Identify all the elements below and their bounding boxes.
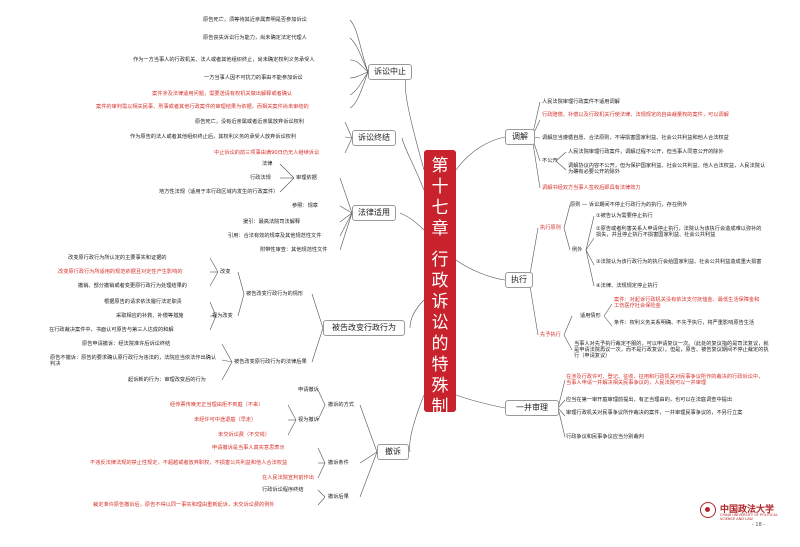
law-basis-item: 地方性法规（适用于本行政区域内发生的行政案件） xyxy=(159,189,279,195)
mediation-item: 调解书经双方当事人签收后即具有法律效力 xyxy=(542,185,641,191)
execution-exception-label: 例外 xyxy=(572,247,583,253)
suspension-item: 原告丧失诉讼行为能力，尚未确定法定代理人 xyxy=(203,35,307,41)
execution-principle: 原则 — 诉讼期间不停止行政行为的执行，存在例外 xyxy=(570,202,688,208)
joint-item: 审理行政机关对民事争议所作裁决的案件，一并审理民事争议的，不另行立案 xyxy=(566,410,743,416)
withdraw-cond-label: 撤诉条件 xyxy=(328,460,349,466)
node-withdraw: 撤诉 xyxy=(377,444,409,460)
node-execution: 执行 xyxy=(505,272,533,288)
suspension-item: 一方当事人因不可抗力的事由不能参加诉讼 xyxy=(204,75,303,81)
mediation-item: 行政赔偿、补偿以及行政机关行使法律、法规规定的自由裁量权的案件，可以调解 xyxy=(542,112,729,118)
termination-item: 作为原告的法人或者其他组织终止后，其权利义务的承受人放弃诉讼权利 xyxy=(130,134,297,140)
deem-item: 采取相应的补救、补偿等措施 xyxy=(116,313,184,319)
withdraw-result-label: 撤诉后果 xyxy=(328,494,349,500)
node-joint: 一并审理 xyxy=(505,400,559,416)
exception-item: ④法律、法规规定停止执行 xyxy=(596,283,658,289)
logo-name: 中国政法大学 xyxy=(720,505,775,515)
execution-nonstop-label: 执行原则 xyxy=(540,225,561,231)
prior-note: 当事人对先予执行裁定不服的，可以申请复议一次。（此处的复议指的是司法复议，就是申… xyxy=(574,341,769,360)
deem-item: 根据原告的请求依法履行法定职责 xyxy=(104,299,182,305)
node-suspension: 诉讼中止 xyxy=(368,64,412,80)
prior-apply-item: 案件：对起诉行政机关没有依法支付抚恤金、最低生活保障金和工伤医疗社会保险金 xyxy=(614,297,760,310)
result-item: 裁定准许原告撤诉后，原告不得以同一事实和理由重新起诉，未交诉讼费的例外 xyxy=(93,502,275,508)
result-item: 行政诉讼程序终结 xyxy=(262,487,304,493)
deem-label: 视为改变 xyxy=(212,313,233,319)
mediation-item: 人民法院审理行政案件不适用调解 xyxy=(542,99,620,105)
node-termination: 诉讼终结 xyxy=(352,130,396,146)
changed-situation-label: 被告改变行政行为的情形 xyxy=(246,291,304,297)
joint-item: 应当在第一审开庭审理前提出，有正当理由的，也可以在法庭调查中提出 xyxy=(566,397,733,403)
termination-item: 原告死亡，没有近亲属或者近亲属放弃诉讼权利 xyxy=(195,119,304,125)
mediation-item: 调解应当遵循自愿、合法原则，不得损害国家利益、社会公共利益和他人合法权益 xyxy=(542,135,729,141)
suspension-item: 案件涉及法律适用问题，需要送请有权机关做出解释或者确认 xyxy=(152,91,293,97)
law-refer-item: 引用：合法有效的规章及其他规范性文件 xyxy=(228,233,322,239)
exception-item: ③法院认为该行政行为的执行会给国家利益、社会公共利益造成重大损害 xyxy=(596,259,762,265)
cond-item: 不违反法律法规的禁止性规定，不超越或者放弃职权，不损害公共利益和他人合法权益 xyxy=(90,460,288,466)
logo-subtitle: CHINA UNIVERSITY OF POLITICAL SCIENCE AN… xyxy=(720,513,778,521)
withdraw-method-label: 撤诉的方式 xyxy=(328,402,354,408)
law-refer-item: 参照：规章 xyxy=(292,203,318,209)
effect-item: 原告不撤诉：原告的要求确认原行政行为违法的，法院应当依法作出确认判决 xyxy=(50,355,217,368)
node-law: 法律适用 xyxy=(352,205,396,221)
exception-item: ①被告认为需要停止执行 xyxy=(596,213,653,219)
execution-prior-label: 先予执行 xyxy=(540,332,561,338)
termination-item: 中止诉讼的前三项事由满90日仍无人继续诉讼 xyxy=(214,150,320,156)
node-changed: 被告改变行政行为 xyxy=(323,320,405,336)
law-refer-item: 援引：最高法院司法解释 xyxy=(243,219,301,225)
suspension-item: 案件的审判需以相关民事、刑事或者其他行政案件的审理结果为依据，而相关案件尚未审结… xyxy=(96,104,309,110)
law-basis-label: 审理依据 xyxy=(296,175,317,181)
deemed-item: 经传票传唤无正当理由拒不到庭（不来） xyxy=(170,402,264,408)
law-refer-item: 附带性审查：其他规范性文件 xyxy=(260,247,328,253)
prior-apply-item: 条件：权利义务关系明确、不先予执行，将严重影响原告生活 xyxy=(614,320,755,326)
change-item: 改变原行政行为所认定的主要事实和证据的 xyxy=(68,255,167,261)
node-mediation: 调解 xyxy=(505,129,535,145)
chapter-title: 第十七章 行政诉讼的特殊制度 xyxy=(424,150,456,438)
withdraw-deemed: 视为撤诉 xyxy=(298,417,319,423)
mediation-nonpublic-label: 不公开 xyxy=(542,158,558,164)
effect-item: 起诉新的行为：审理改变后的行为 xyxy=(128,377,206,383)
deem-item: 在行政裁决案件中，书面认可原告与第三人达成的和解 xyxy=(49,327,174,333)
prior-apply-label: 适用情形 xyxy=(580,313,601,319)
change-item: 撤销、部分撤销或者变更原行政行为处理结果的 xyxy=(78,283,187,289)
suspension-item: 作为一方当事人的行政机关、法人或者其他组织终止，尚未确定权利义务承受人 xyxy=(133,57,315,63)
cond-item: 申请撤诉是当事人真实意思表示 xyxy=(212,445,285,451)
law-basis-item: 法律 xyxy=(262,161,273,167)
cond-item: 在人民法院宣判前作出 xyxy=(262,475,314,481)
deemed-item: 未交诉讼费（不交钱） xyxy=(218,432,270,438)
effect-label: 被告改变原行政行为的法律后果 xyxy=(234,359,307,365)
withdraw-apply: 申请撤诉 xyxy=(298,387,319,393)
university-logo: 中国政法大学 CHINA UNIVERSITY OF POLITICAL SCI… xyxy=(700,500,790,530)
seal-icon xyxy=(700,502,716,518)
mediation-item: 人民法院审理行政案件，调解过程不公开，但当事人同意公开的除外 xyxy=(568,149,724,155)
change-item: 改变原行政行为所适用的规范依据且对定性产生影响的 xyxy=(58,269,183,275)
effect-item: 原告申请撤诉：经法院准许后诉讼终结 xyxy=(82,341,171,347)
exception-item: ②原告或者利害关系人申请停止执行，法院认为该执行会造成难以弥补的损失，并且停止执… xyxy=(596,226,762,239)
mediation-item: 调解协议内容不公开，但为保护国家利益、社会公共利益、他人合法权益，人民法院认为确… xyxy=(568,163,766,176)
change-label: 改变 xyxy=(220,269,231,275)
suspension-item: 原告死亡，须等待其近亲属表明是否参加诉讼 xyxy=(203,17,307,23)
law-basis-item: 行政法规 xyxy=(250,175,271,181)
joint-item: 在涉及行政许可、登记、征收、征用和行政机关对民事争议所作的裁决的行政诉讼中，当事… xyxy=(566,374,764,387)
deemed-item: 未经许可中途退庭（早走） xyxy=(194,417,257,423)
page-number: - 18 - xyxy=(752,522,766,528)
joint-item: 行政争议和民事争议应当分别裁判 xyxy=(566,434,644,440)
